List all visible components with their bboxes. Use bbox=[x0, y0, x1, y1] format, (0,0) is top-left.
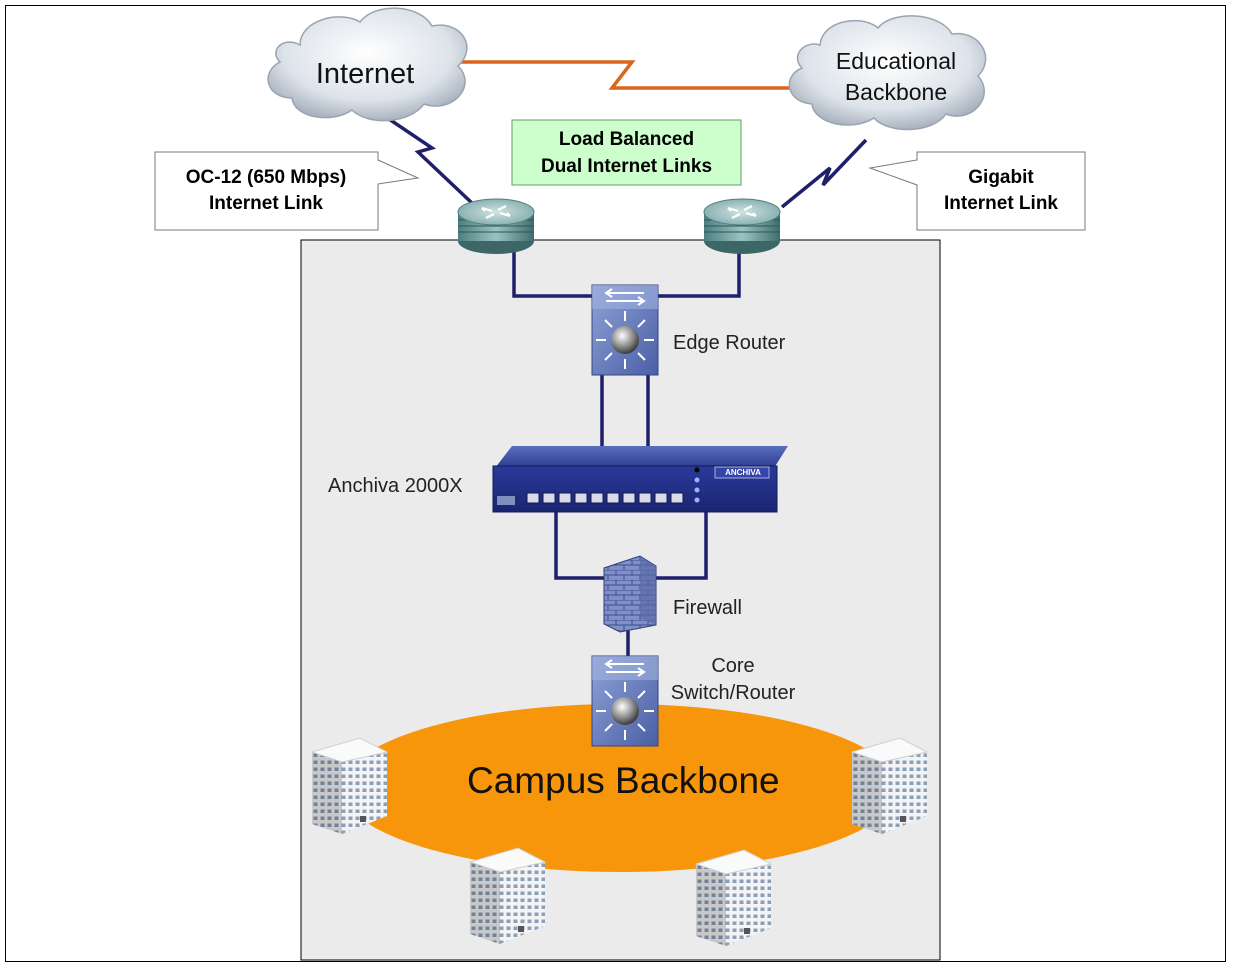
internet-router-right bbox=[702, 197, 782, 256]
oc12-callout-text: OC-12 (650 Mbps) Internet Link bbox=[158, 165, 374, 217]
educational-backbone-line2: Backbone bbox=[844, 79, 948, 105]
educational-backbone-line1: Educational bbox=[835, 48, 957, 74]
core-switch-router-icon bbox=[591, 655, 659, 747]
educational-backbone-label: Educational Backbone bbox=[808, 46, 984, 108]
edge-router-label: Edge Router bbox=[673, 332, 786, 354]
educational-backbone-cloud bbox=[788, 15, 987, 131]
anchiva-brand-text: ANCHIVA bbox=[725, 468, 761, 477]
load-balanced-note-text: Load Balanced Dual Internet Links bbox=[512, 126, 741, 180]
oc12-link bbox=[382, 113, 475, 206]
router-right-edge-link bbox=[657, 250, 741, 298]
anchiva-firewall-link-b bbox=[656, 512, 708, 580]
oc12-callout-line2: Internet Link bbox=[208, 193, 323, 214]
load-balanced-note-line1: Load Balanced bbox=[558, 129, 695, 150]
firewall-icon bbox=[603, 555, 657, 633]
gigabit-link bbox=[780, 138, 868, 209]
anchiva-label: Anchiva 2000X bbox=[328, 475, 463, 497]
oc12-callout-line1: OC-12 (650 Mbps) bbox=[185, 167, 347, 188]
campus-ellipse bbox=[342, 704, 898, 872]
oc12-callout bbox=[154, 151, 420, 231]
core-label-line1: Core bbox=[711, 655, 755, 677]
core-label-line2: Switch/Router bbox=[670, 682, 796, 704]
building-west bbox=[311, 737, 388, 835]
gigabit-callout-text: Gigabit Internet Link bbox=[918, 165, 1084, 217]
gigabit-callout-line1: Gigabit bbox=[968, 167, 1034, 188]
building-south-west bbox=[469, 847, 546, 945]
gigabit-callout-line2: Internet Link bbox=[943, 193, 1058, 214]
anchiva-firewall-link-a bbox=[554, 512, 604, 580]
internet-router-left bbox=[456, 197, 536, 256]
internet-cloud-label: Internet bbox=[315, 58, 415, 90]
router-left-edge-link bbox=[512, 250, 592, 298]
core-switch-router-label: Core Switch/Router bbox=[660, 653, 806, 707]
internet-cloud bbox=[267, 7, 468, 122]
load-balanced-note-line2: Dual Internet Links bbox=[540, 156, 713, 177]
orange-link bbox=[458, 60, 800, 90]
building-east bbox=[851, 737, 928, 835]
anchiva-appliance bbox=[492, 446, 788, 513]
edge-router-icon bbox=[591, 284, 659, 376]
firewall-label: Firewall bbox=[673, 597, 742, 619]
campus-backbone-label: Campus Backbone bbox=[467, 760, 780, 801]
gigabit-callout bbox=[868, 151, 1086, 231]
load-balanced-note bbox=[511, 119, 742, 186]
building-south-east bbox=[695, 849, 772, 947]
